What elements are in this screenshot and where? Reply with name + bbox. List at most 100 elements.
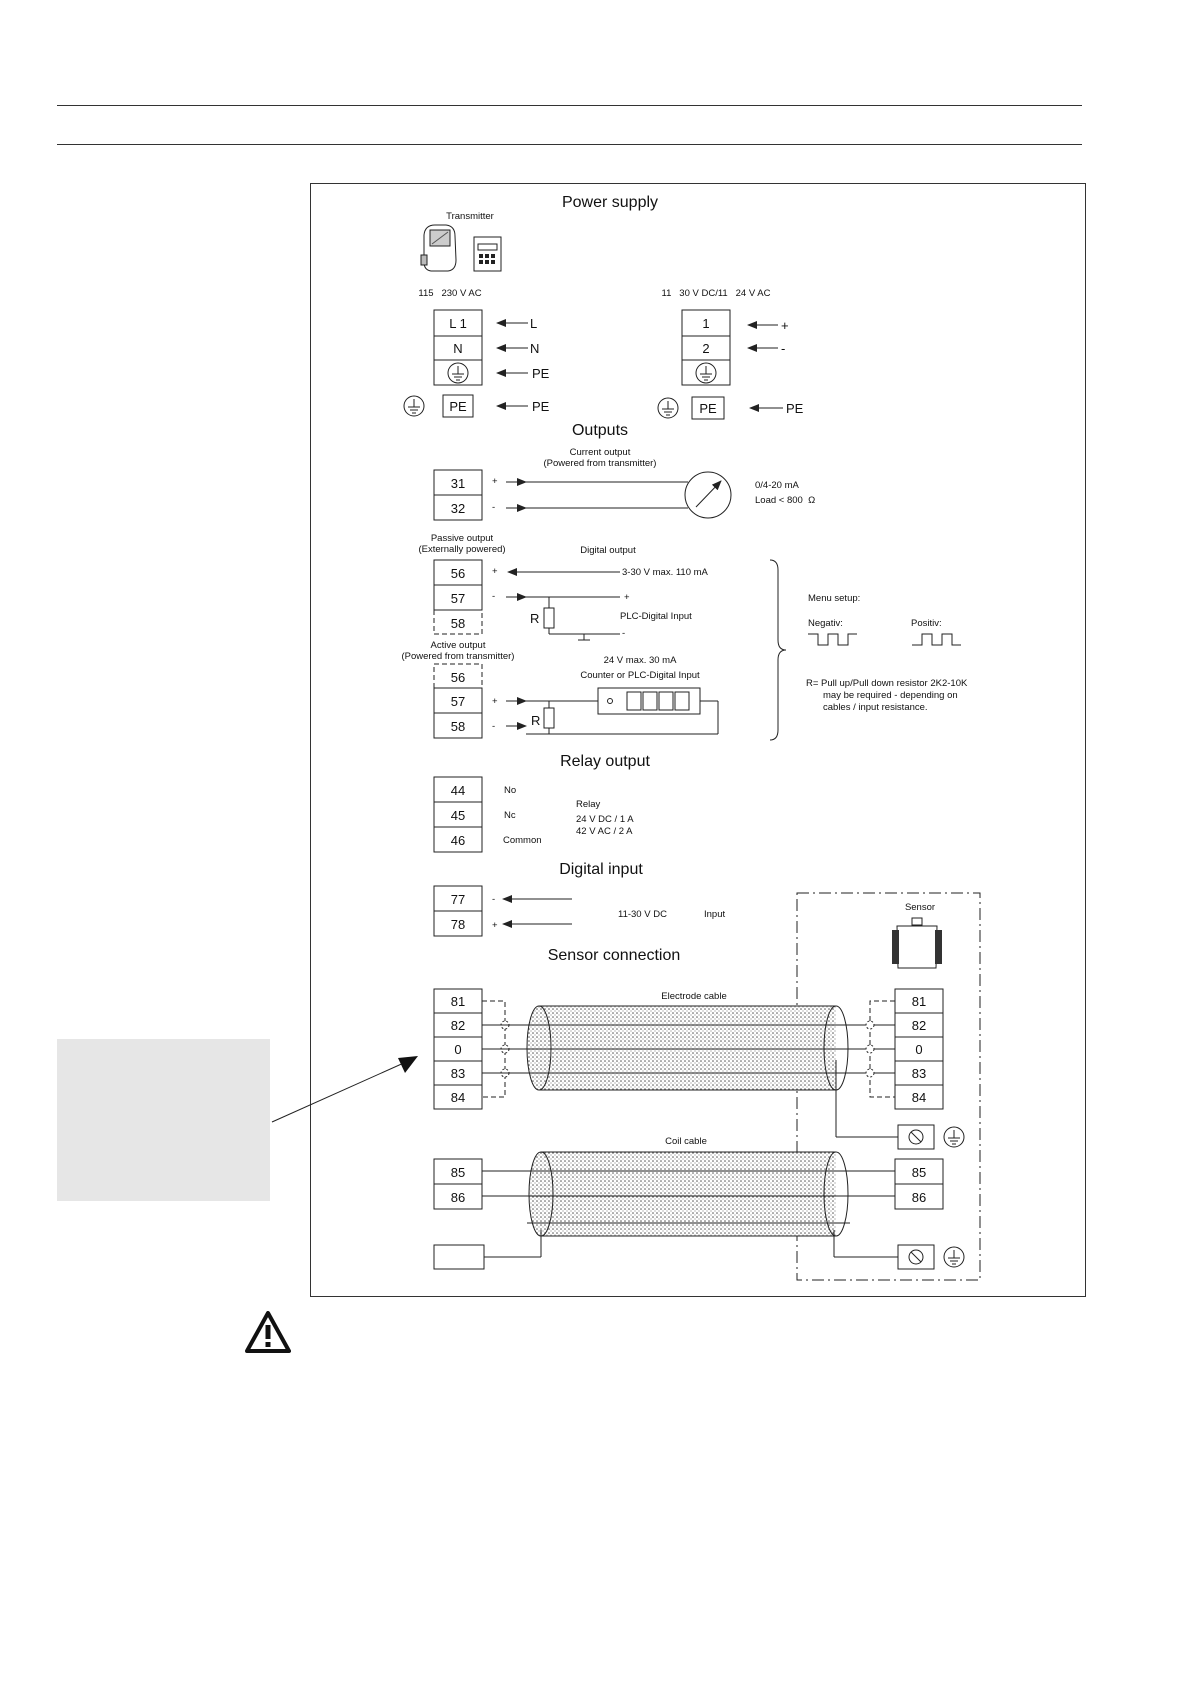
active-output-label: Active output — [431, 640, 486, 651]
menu-setup-label: Menu setup: — [808, 593, 860, 604]
current-range: 0/4-20 mA — [755, 480, 799, 491]
counter-label: Counter or PLC-Digital Input — [580, 670, 700, 681]
terminal-57: 57 — [451, 591, 465, 606]
ac-terminal-block: L 1 N — [433, 309, 483, 386]
terminal-84: 84 — [451, 1090, 465, 1105]
arrow-label-plus: + — [781, 318, 789, 333]
ground-icon — [943, 1246, 965, 1268]
digital-input-voltage: 11-30 V DC — [618, 909, 667, 920]
resistor-label: R — [530, 611, 539, 626]
passive-output-block: 56 57 58 + - 3-30 V max. 110 mA + R PLC-… — [433, 559, 709, 641]
sensor-right-terminals: 81 82 0 83 84 — [865, 988, 944, 1110]
terminal-86: 86 — [451, 1190, 465, 1205]
ground-icon — [447, 362, 469, 384]
terminal-31: 31 — [451, 476, 465, 491]
terminal-44: 44 — [451, 783, 465, 798]
sign-minus: - — [492, 502, 495, 513]
terminal-83: 83 — [912, 1066, 926, 1081]
terminal-82: 82 — [912, 1018, 926, 1033]
coil-left-terminals: 85 86 — [433, 1158, 483, 1210]
pe-arrow-label: PE — [786, 401, 804, 416]
coil-right-terminals: 85 86 — [894, 1158, 944, 1210]
active-output-sublabel: (Powered from transmitter) — [402, 651, 515, 662]
ground-icon — [403, 395, 425, 417]
header-rule-bottom — [57, 144, 1082, 145]
terminal-56-dashed: 56 — [451, 670, 465, 685]
dc-supply-label: 11 30 V DC/11 24 V AC — [662, 288, 771, 299]
terminal-32: 32 — [451, 501, 465, 516]
arrow-label-n: N — [530, 341, 539, 356]
ground-icon — [943, 1126, 965, 1148]
coil-cable — [527, 1151, 850, 1237]
terminal-45: 45 — [451, 808, 465, 823]
terminal-46: 46 — [451, 833, 465, 848]
header-rule-top — [57, 105, 1082, 106]
resistor-label: R — [531, 713, 540, 728]
sign-minus: - — [492, 894, 495, 905]
terminal-86: 86 — [912, 1190, 926, 1205]
dc-terminal-block: 1 2 — [681, 309, 731, 386]
terminal-0: 0 — [454, 1042, 461, 1057]
terminal-85: 85 — [912, 1165, 926, 1180]
plc-minus: - — [622, 628, 625, 639]
pe-box-label: PE — [699, 401, 717, 416]
terminal-58-dashed: 58 — [451, 616, 465, 631]
pe-box-label: PE — [449, 399, 467, 414]
terminal-l1: L 1 — [449, 316, 467, 331]
ac-arrows: L N PE — [496, 316, 550, 381]
coil-cable-label: Coil cable — [665, 1136, 707, 1147]
terminal-77: 77 — [451, 892, 465, 907]
terminal-58: 58 — [451, 719, 465, 734]
electrode-cable — [526, 1005, 849, 1091]
diagram-frame — [310, 183, 1086, 1297]
ac-supply-label: 115 230 V AC — [418, 288, 481, 299]
sensor-icon — [892, 917, 942, 969]
transmitter-label: Transmitter — [446, 211, 494, 222]
arrow-label-minus: - — [781, 341, 785, 356]
terminal-2: 2 — [702, 341, 709, 356]
terminal-1: 1 — [702, 316, 709, 331]
coil-wires — [482, 1170, 895, 1197]
electrode-cable-label: Electrode cable — [661, 991, 726, 1002]
terminal-85: 85 — [451, 1165, 465, 1180]
terminal-0: 0 — [915, 1042, 922, 1057]
pe-arrow-label: PE — [532, 399, 550, 414]
resistor-note-line1: R= Pull up/Pull down resistor 2K2-10K — [806, 678, 968, 689]
resistor-note-line2: may be required - depending on — [823, 690, 958, 701]
ground-icon — [695, 362, 717, 384]
positive-pulse-icon — [912, 633, 961, 646]
sign-plus: + — [492, 696, 498, 707]
current-output-block: 31 32 + - 0/4-20 mA Load < 800 Ω — [433, 469, 815, 521]
terminal-56: 56 — [451, 566, 465, 581]
digital-output-label: Digital output — [580, 545, 636, 556]
relay-common: Common — [503, 835, 542, 846]
transmitter-icon — [420, 224, 502, 272]
sign-minus: - — [492, 721, 495, 732]
sensor-label: Sensor — [905, 902, 935, 913]
terminal-78: 78 — [451, 917, 465, 932]
terminal-n: N — [453, 341, 462, 356]
sign-plus: + — [492, 920, 498, 931]
passive-output-label: Passive output — [431, 533, 494, 544]
passive-voltage: 3-30 V max. 110 mA — [622, 567, 709, 578]
active-output-block: 56 57 58 + - R — [433, 663, 719, 739]
relay-no: No — [504, 785, 516, 796]
arrow-label-l: L — [530, 316, 537, 331]
coil-shield-connection — [433, 1230, 965, 1270]
ground-icon — [657, 397, 679, 419]
sensor-left-terminals: 81 82 0 83 84 — [433, 988, 510, 1110]
sign-plus: + — [492, 476, 498, 487]
resistor-note-line3: cables / input resistance. — [823, 702, 928, 713]
heading-power-supply: Power supply — [562, 194, 658, 211]
electrode-ground-terminal — [897, 1124, 965, 1150]
heading-sensor-connection: Sensor connection — [548, 947, 681, 964]
relay-title: Relay — [576, 799, 601, 810]
digital-input-block: 77 78 - + 11-30 V DC Input — [433, 885, 725, 937]
negativ-label: Negativ: — [808, 618, 843, 629]
heading-relay-output: Relay output — [560, 753, 650, 770]
plc-input-label: PLC-Digital Input — [620, 611, 692, 622]
plc-plus: + — [624, 592, 630, 603]
sign-minus: - — [492, 591, 495, 602]
positiv-label: Positiv: — [911, 618, 942, 629]
